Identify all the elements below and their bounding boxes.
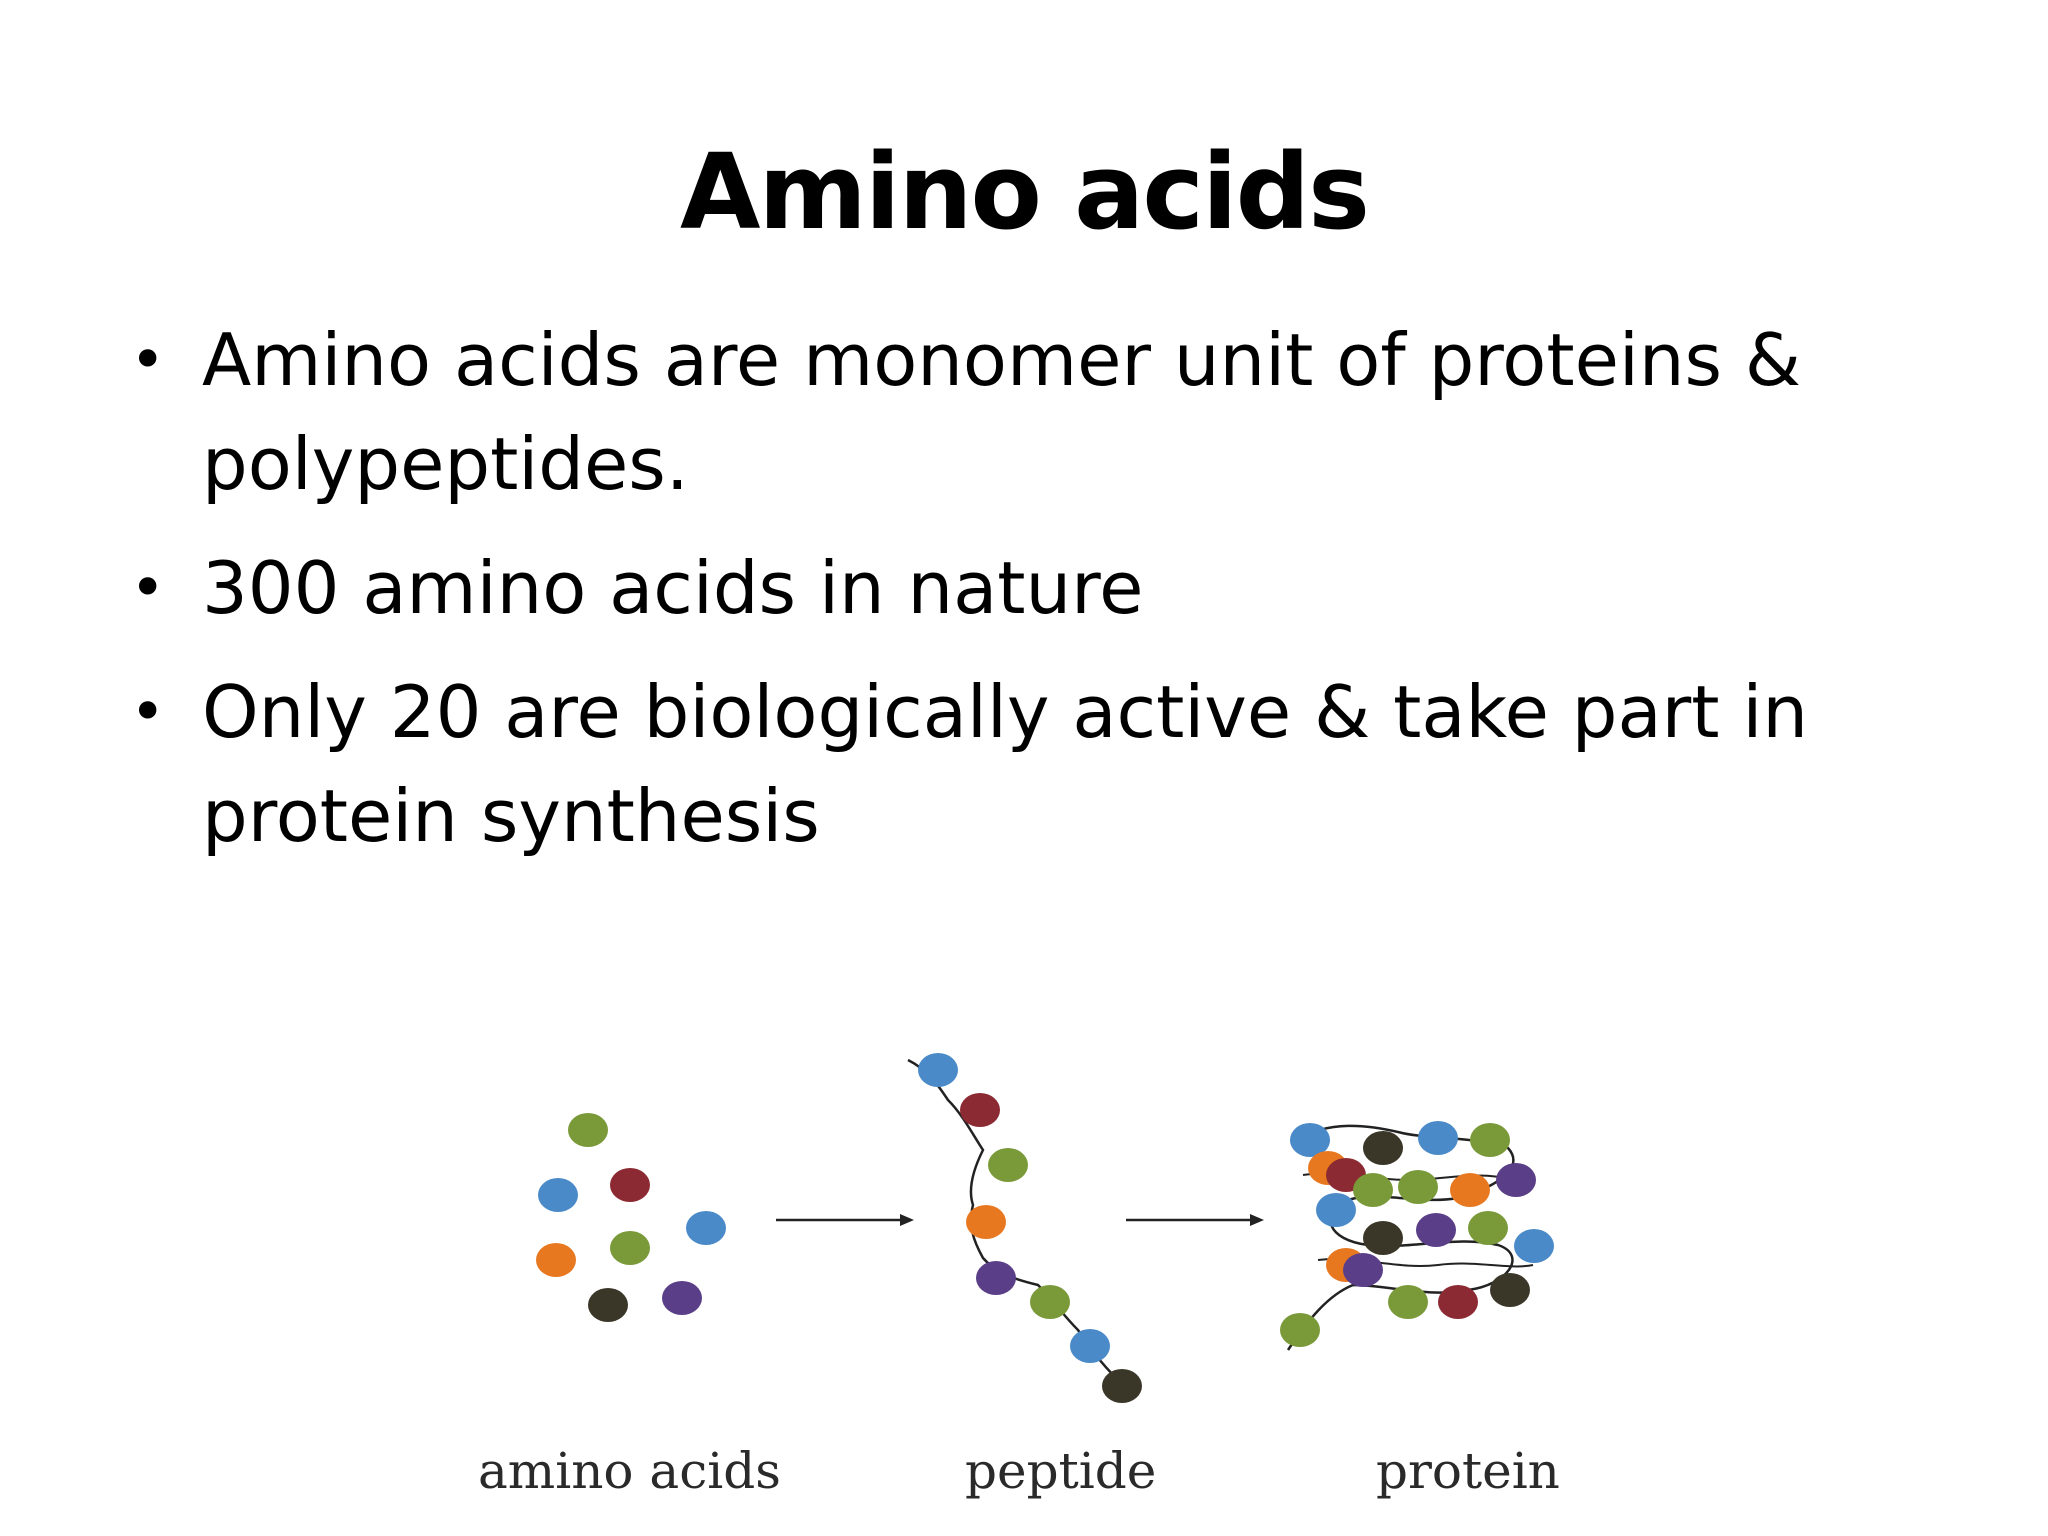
- amino-acid-bead: [588, 1288, 628, 1322]
- amino-acid-bead: [662, 1281, 702, 1315]
- bullet-text: Amino acids are monomer unit of proteins…: [202, 318, 1802, 506]
- caption-protein: protein: [1376, 1442, 1560, 1500]
- amino-acid-bead: [1438, 1285, 1478, 1319]
- amino-acid-figure: amino acids peptide protein: [468, 1040, 1628, 1530]
- amino-acid-bead: [918, 1053, 958, 1087]
- figure-drawing: [536, 1053, 1554, 1403]
- amino-acid-bead: [538, 1178, 578, 1212]
- amino-acid-bead: [610, 1231, 650, 1265]
- amino-acid-bead: [1316, 1193, 1356, 1227]
- amino-acid-bead: [1030, 1285, 1070, 1319]
- slide-title: Amino acids: [679, 131, 1370, 253]
- amino-acid-bead: [1280, 1313, 1320, 1347]
- amino-acid-bead: [1290, 1123, 1330, 1157]
- bullet-dot: •: [130, 325, 166, 395]
- bullet-item: • Only 20 are biologically active & take…: [120, 660, 1900, 868]
- amino-acid-bead: [536, 1243, 576, 1277]
- bullet-dot: •: [130, 553, 166, 623]
- amino-acid-bead: [1388, 1285, 1428, 1319]
- amino-acid-bead: [1470, 1123, 1510, 1157]
- bullet-item: • 300 amino acids in nature: [120, 536, 1900, 640]
- peptide-chain: [907, 1053, 1142, 1403]
- bullet-item: • Amino acids are monomer unit of protei…: [120, 308, 1900, 516]
- bullet-text: 300 amino acids in nature: [202, 546, 1144, 630]
- amino-acid-bead: [976, 1261, 1016, 1295]
- amino-acid-bead: [610, 1168, 650, 1202]
- amino-acid-bead: [1070, 1329, 1110, 1363]
- amino-acid-bead: [1343, 1253, 1383, 1287]
- amino-acid-bead: [1468, 1211, 1508, 1245]
- caption-amino-acids: amino acids: [478, 1442, 781, 1500]
- amino-acid-bead: [1490, 1273, 1530, 1307]
- amino-acid-bead: [1450, 1173, 1490, 1207]
- amino-acid-bead: [988, 1148, 1028, 1182]
- bullet-list: • Amino acids are monomer unit of protei…: [120, 308, 1900, 888]
- amino-acid-bead: [1416, 1213, 1456, 1247]
- amino-acid-bead: [1514, 1229, 1554, 1263]
- amino-acid-bead: [1363, 1221, 1403, 1255]
- folded-protein: [1280, 1121, 1554, 1351]
- bullet-dot: •: [130, 677, 166, 747]
- free-amino-acids: [536, 1113, 726, 1322]
- arrow-1: [776, 1214, 914, 1226]
- amino-acid-bead: [966, 1205, 1006, 1239]
- amino-acid-bead: [1418, 1121, 1458, 1155]
- amino-acid-bead: [960, 1093, 1000, 1127]
- amino-acid-bead: [1353, 1173, 1393, 1207]
- arrow-2: [1126, 1214, 1264, 1226]
- amino-acid-bead: [1102, 1369, 1142, 1403]
- amino-acid-bead: [1496, 1163, 1536, 1197]
- amino-acid-bead: [1398, 1170, 1438, 1204]
- amino-acid-bead: [686, 1211, 726, 1245]
- amino-acid-bead: [1363, 1131, 1403, 1165]
- bullet-text: Only 20 are biologically active & take p…: [202, 670, 1808, 858]
- caption-peptide: peptide: [965, 1442, 1157, 1500]
- amino-acid-bead: [568, 1113, 608, 1147]
